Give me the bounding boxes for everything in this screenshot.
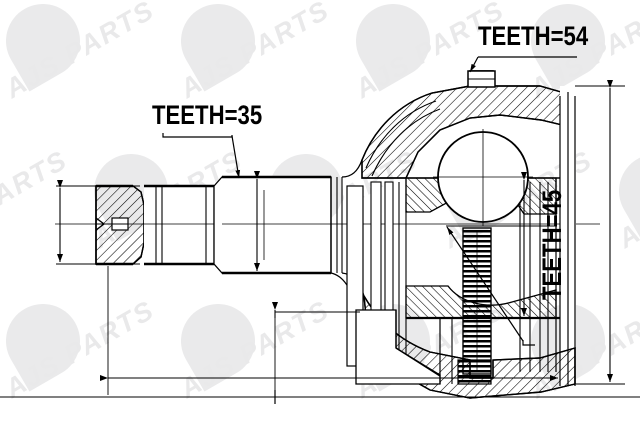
cv-joint-ball <box>433 129 533 226</box>
leader-lines <box>162 56 577 346</box>
splined-shaft-end <box>95 184 145 266</box>
shaft-neck <box>144 184 215 266</box>
cv-joint-cage <box>346 177 560 372</box>
dimension-lines <box>0 80 640 404</box>
shaft-body <box>213 175 343 275</box>
abs-tone-ring <box>457 227 492 385</box>
